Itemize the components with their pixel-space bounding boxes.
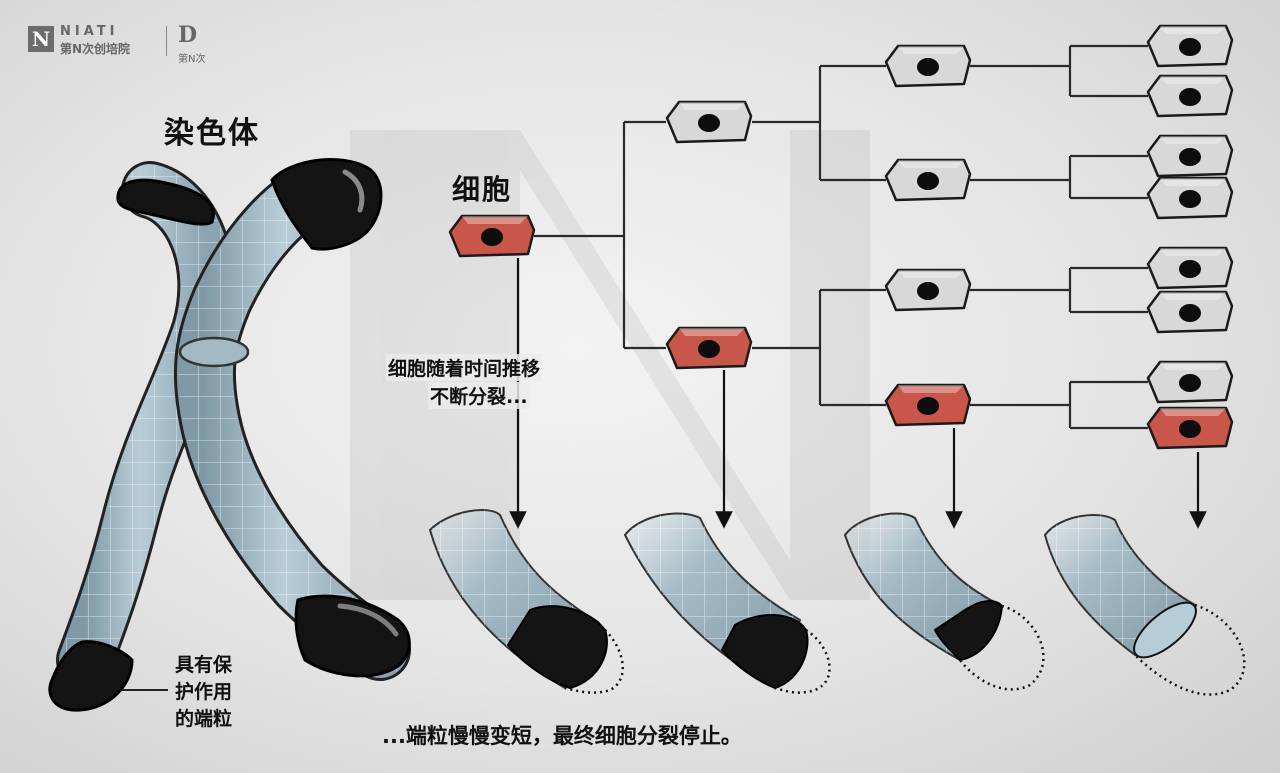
division-tree-lines (534, 44, 1148, 430)
telomere-right-bottom (294, 594, 411, 678)
logo-mark: D (178, 22, 198, 48)
telomere-left-top (116, 178, 215, 226)
logo-mark-sub: 第N次 (178, 54, 206, 65)
logo-separator (166, 26, 167, 56)
logo-brand-sub: 第N次创培院 (60, 42, 131, 56)
telomere-segment-1 (428, 509, 624, 694)
cell-inactive (1146, 74, 1234, 118)
cell-active (665, 326, 753, 370)
telomere-label-line2: 护作用 (175, 681, 233, 703)
cell-inactive (1146, 134, 1234, 178)
chromatid-right (173, 157, 411, 681)
cell-inactive (665, 100, 753, 144)
cell-inactive (884, 44, 972, 88)
telomere-segment-2 (623, 512, 831, 694)
logo-letter: N (28, 26, 54, 52)
telomere-segment-4 (1043, 514, 1246, 696)
cell-inactive (1146, 246, 1234, 290)
cell-inactive (1146, 24, 1234, 68)
chromatid-left (48, 161, 236, 712)
cell-active (1146, 406, 1234, 450)
cell-active (884, 383, 972, 427)
cell-title: 细胞 (452, 173, 513, 206)
telomere-label: 具有保 护作用 的端粒 (175, 652, 232, 733)
cell-inactive (884, 158, 972, 202)
telomere-segment-3 (843, 512, 1045, 691)
cell-inactive (1146, 290, 1234, 334)
cell-inactive (1146, 176, 1234, 220)
division-note-line1: 细胞随着时间推移 (386, 354, 543, 381)
telomere-label-line3: 的端粒 (175, 708, 233, 730)
bottom-caption: ...端粒慢慢变短，最终细胞分裂停止。 (382, 724, 742, 748)
cell-active (448, 214, 536, 258)
cells (448, 24, 1234, 450)
logo-brand: NIATI (60, 24, 119, 39)
telomere-label-line1: 具有保 (175, 654, 233, 676)
cell-inactive (884, 268, 972, 312)
brand-logo: N NIATI 第N次创培院 D 第N次 (28, 22, 228, 72)
division-note-line2: 不断分裂... (428, 382, 530, 409)
chromosome (48, 157, 411, 712)
telomere-left-bottom (48, 640, 134, 712)
chromosome-title: 染色体 (164, 116, 260, 151)
cell-inactive (1146, 360, 1234, 404)
